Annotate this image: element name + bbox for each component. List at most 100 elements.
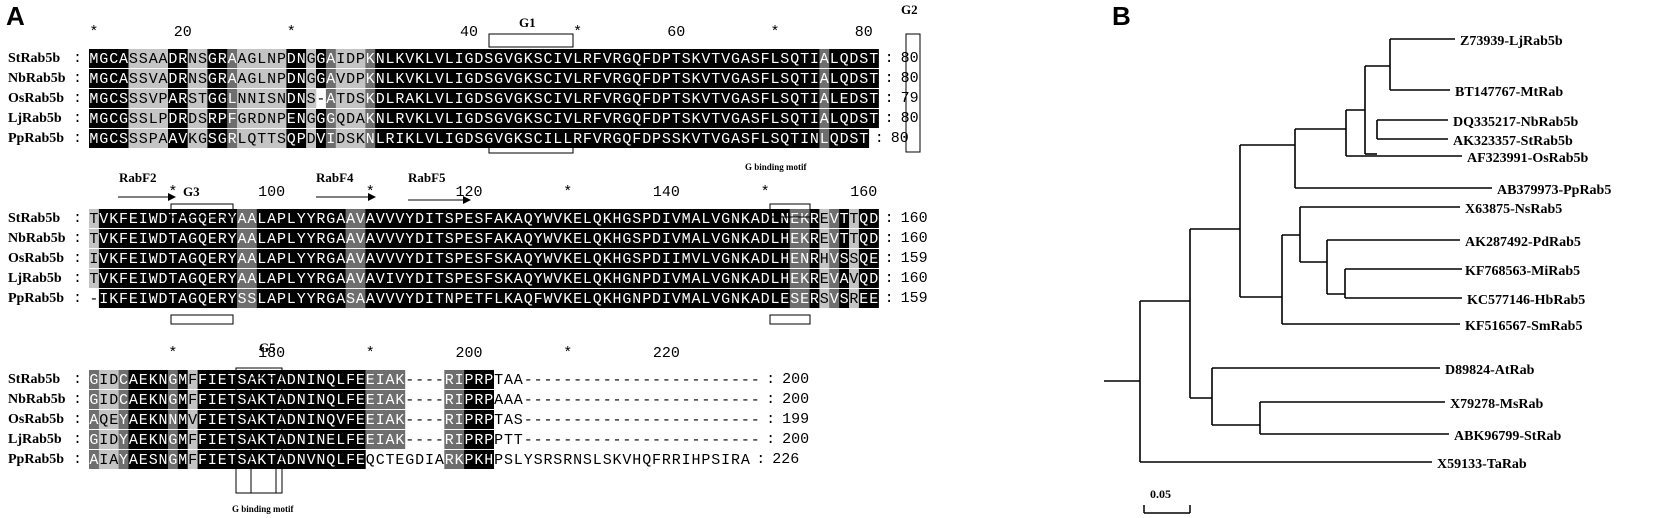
residue-shade <box>395 49 406 68</box>
residue: I <box>553 51 562 68</box>
ruler-mark: 40 <box>460 24 478 41</box>
residue: N <box>810 131 819 148</box>
residue-shade <box>365 370 376 389</box>
residue-shade <box>296 390 307 409</box>
residue: I <box>385 271 394 288</box>
residue-shade <box>602 69 613 88</box>
residue: N <box>267 51 276 68</box>
residue-shade <box>325 289 337 308</box>
residue-shade <box>168 89 179 108</box>
residue: - <box>731 372 740 389</box>
residue-shade <box>661 109 672 128</box>
residue: - <box>711 412 720 429</box>
g3-label: G3 <box>183 184 200 199</box>
residue: C <box>109 111 118 128</box>
residue: A <box>751 251 760 268</box>
residue-shade <box>256 69 267 88</box>
g1-label: G1 <box>519 15 536 30</box>
residue: V <box>99 231 108 248</box>
residue-shade <box>335 229 346 248</box>
residue-shade <box>572 229 583 248</box>
residue: N <box>731 251 740 268</box>
residue: Q <box>593 251 602 268</box>
residue: D <box>158 251 167 268</box>
residue: D <box>652 51 661 68</box>
residue-shade <box>395 390 406 409</box>
residue: M <box>178 452 187 469</box>
residue-shade <box>661 89 672 108</box>
residue-shade <box>98 390 110 409</box>
residue: - <box>563 432 572 449</box>
residue: A <box>247 432 256 449</box>
residue-shade <box>464 410 475 429</box>
residue: R <box>178 51 187 68</box>
residue-shade <box>98 89 110 108</box>
residue-shade <box>809 109 820 128</box>
residue: L <box>770 51 779 68</box>
residue: S <box>188 91 197 108</box>
residue-shade <box>335 410 346 429</box>
residue: K <box>603 251 612 268</box>
residue-shade <box>227 89 238 108</box>
residue: V <box>721 51 730 68</box>
residue-shade <box>158 430 169 449</box>
residue: N <box>316 372 325 389</box>
residue-shade <box>266 289 277 308</box>
residue: I <box>662 291 671 308</box>
phylogenetic-tree <box>1104 38 1492 463</box>
residue: R <box>731 452 740 469</box>
residue-shade <box>395 109 406 128</box>
residue: R <box>218 51 227 68</box>
residue-shade <box>483 109 494 128</box>
residue: T <box>711 111 720 128</box>
residue: R <box>316 251 325 268</box>
residue-shade <box>325 370 337 389</box>
residue: D <box>474 51 483 68</box>
residue: N <box>632 271 641 288</box>
residue: G <box>721 291 730 308</box>
residue-shade <box>306 289 317 308</box>
residue-shade <box>385 129 396 148</box>
residue: S <box>780 111 789 128</box>
residue-shade <box>108 69 119 88</box>
residue: E <box>869 291 878 308</box>
residue: I <box>455 111 464 128</box>
residue: K <box>257 392 266 409</box>
residue: N <box>267 71 276 88</box>
residue: L <box>553 131 562 148</box>
residue-shade <box>641 69 652 88</box>
residue: S <box>553 452 562 469</box>
residue-shade <box>454 370 465 389</box>
residue: N <box>376 111 385 128</box>
residue: E <box>139 452 148 469</box>
residue-shade <box>335 129 346 148</box>
residue: I <box>89 251 98 268</box>
residue-shade <box>345 229 356 248</box>
tree-leaf: KC577146-HbRab5 <box>1467 293 1585 308</box>
residue: R <box>603 131 612 148</box>
residue: P <box>455 291 464 308</box>
residue-shade <box>365 410 376 429</box>
residue: Y <box>405 291 414 308</box>
residue: Q <box>247 131 256 148</box>
residue: T <box>859 131 868 148</box>
residue-shade <box>118 430 129 449</box>
residue-shade <box>473 249 485 268</box>
residue-shade <box>237 410 248 429</box>
residue: L <box>583 211 592 228</box>
residue: A <box>751 231 760 248</box>
residue-shade <box>168 289 179 308</box>
residue-shade <box>691 129 702 148</box>
residue: G <box>188 271 197 288</box>
residue: H <box>632 452 641 469</box>
residue-shade <box>138 49 149 68</box>
residue: Y <box>228 291 237 308</box>
residue: S <box>198 51 207 68</box>
residue: Q <box>99 412 108 429</box>
residue-shade <box>661 49 672 68</box>
residue: P <box>356 51 365 68</box>
residue-shade <box>750 249 761 268</box>
residue: V <box>721 111 730 128</box>
residue-shade <box>858 89 870 108</box>
residue-shade <box>543 249 554 268</box>
